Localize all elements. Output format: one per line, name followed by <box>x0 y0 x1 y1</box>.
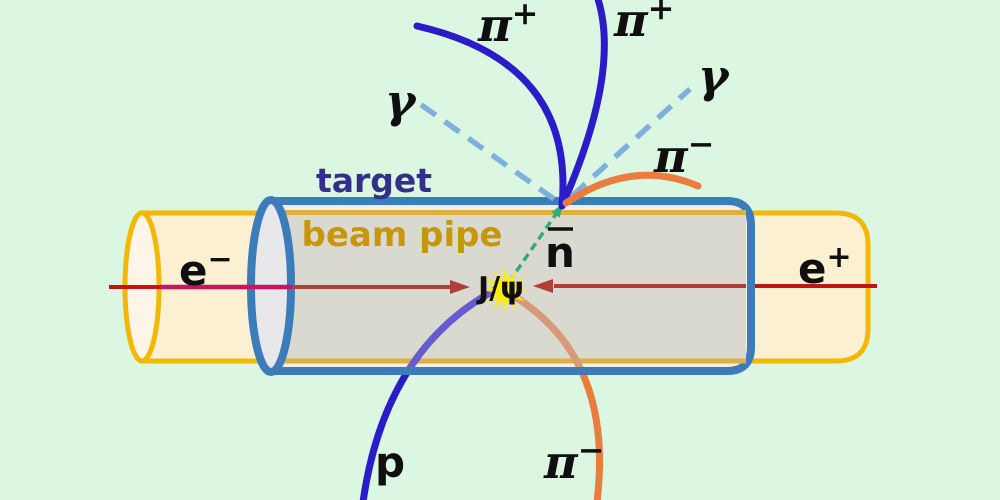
jpsi-label-text: J/ψ <box>476 271 524 306</box>
electron-label-sup: − <box>208 242 233 277</box>
pi-minus-upper-sup: − <box>688 125 715 163</box>
pi-minus-lower-sup: − <box>578 431 605 469</box>
pi-plus-right-track <box>558 0 608 210</box>
pi-plus-left-base: π <box>477 0 513 52</box>
proton-label: p <box>375 438 405 487</box>
antineutron-track <box>507 213 558 283</box>
gamma-left-text: γ <box>385 74 418 128</box>
gamma-left-label: γ <box>385 74 418 128</box>
pi-minus-lower-track-muted <box>501 287 584 367</box>
target-label-text: target <box>316 161 432 200</box>
pi-plus-left-sup: + <box>512 0 539 32</box>
pi-plus-right-label: π+ <box>613 0 674 47</box>
proton-track-muted <box>406 285 501 367</box>
beam-pipe-label: beam pipe <box>302 215 503 255</box>
gamma-right-label: γ <box>698 49 731 103</box>
jpsi-label: J/ψ <box>476 271 524 306</box>
pi-plus-right-base: π <box>613 0 649 47</box>
gamma-right-text: γ <box>698 49 731 103</box>
positron-label-sup: + <box>827 240 852 275</box>
collision-flash-icon <box>482 267 528 313</box>
gamma-right-track <box>570 86 692 199</box>
pi-plus-left-label: π+ <box>477 0 538 52</box>
pi-minus-upper-track <box>562 171 702 207</box>
positron-beam-arrow <box>533 279 553 293</box>
proton-label-text: p <box>375 438 405 487</box>
target-label: target <box>316 161 432 200</box>
pi-minus-upper-label: π− <box>653 125 714 183</box>
electron-beam-arrow <box>450 280 470 294</box>
positron-label: e+ <box>798 240 852 293</box>
antineutron-label: n <box>545 228 575 277</box>
pi-minus-upper-base: π <box>653 129 689 183</box>
beam-pipe-label-text: beam pipe <box>302 215 503 255</box>
electron-label: e− <box>179 242 233 295</box>
pi-minus-lower-base: π <box>543 435 579 489</box>
positron-label-base: e <box>798 244 827 293</box>
pi-minus-lower-label: π− <box>543 431 604 489</box>
electron-label-base: e <box>179 246 208 295</box>
pi-plus-left-track <box>413 22 567 210</box>
muted-track-overlay <box>406 285 584 367</box>
pi-plus-right-sup: + <box>648 0 675 27</box>
antineutron-label-text: n <box>545 228 575 277</box>
